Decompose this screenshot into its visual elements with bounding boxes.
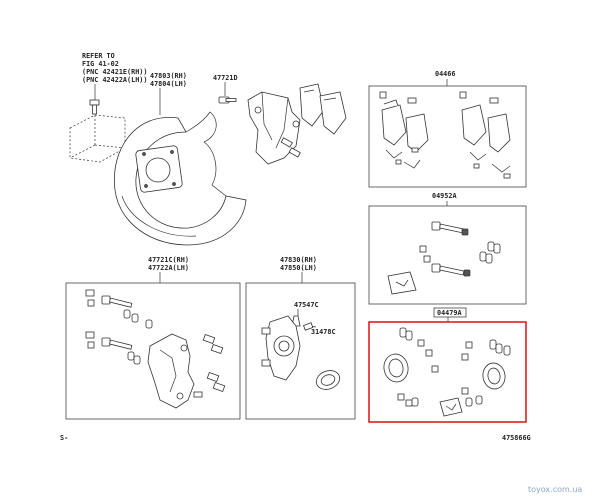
refer-line-3: (PNC 42421E(RH))	[82, 68, 147, 76]
refer-line-1: REFER TO	[82, 52, 115, 60]
bolt-icon	[89, 99, 100, 115]
watermark: toyox.com.ua	[528, 485, 582, 494]
part-47721C: 47721C(RH)	[148, 256, 189, 264]
guide-pin-kit-parts	[387, 221, 501, 295]
part-47804: 47804(LH)	[150, 80, 187, 88]
part-04479A-frame	[433, 307, 467, 318]
guide-pin-kit-box	[368, 205, 527, 305]
refer-line-2: FIG 41-02	[82, 60, 119, 68]
seal-kit-parts	[383, 327, 511, 417]
pad-kit-box	[368, 85, 527, 188]
part-47722A: 47722A(LH)	[148, 264, 189, 272]
part-31478C: 31478C	[311, 328, 336, 336]
caliper-assy-parts	[85, 289, 226, 409]
part-47830: 47830(RH)	[280, 256, 317, 264]
caliper-parts	[261, 315, 341, 390]
brake-pad-pair	[299, 83, 347, 135]
footer-left: S-	[60, 434, 68, 442]
refer-note: REFER TO FIG 41-02 (PNC 42421E(RH)) (PNC…	[82, 52, 147, 84]
part-47721D: 47721D	[213, 74, 238, 82]
caliper-assy-box	[65, 282, 241, 420]
pad-kit-parts	[379, 91, 511, 179]
caliper-bracket	[247, 91, 301, 165]
refer-line-4: (PNC 42422A(LH))	[82, 76, 147, 84]
part-04479A: 04479A	[437, 309, 462, 317]
seal-kit-box	[368, 321, 527, 423]
part-04952A: 04952A	[432, 192, 457, 200]
caliper-box	[245, 282, 356, 420]
dust-shield	[113, 111, 247, 246]
reference-box	[69, 114, 126, 163]
part-47850: 47850(LH)	[280, 264, 317, 272]
part-47547C: 47547C	[294, 301, 319, 309]
footer-right: 475866G	[502, 434, 531, 442]
part-04466: 04466	[435, 70, 455, 78]
part-47803: 47803(RH)	[150, 72, 187, 80]
bolt-icon	[218, 96, 237, 104]
